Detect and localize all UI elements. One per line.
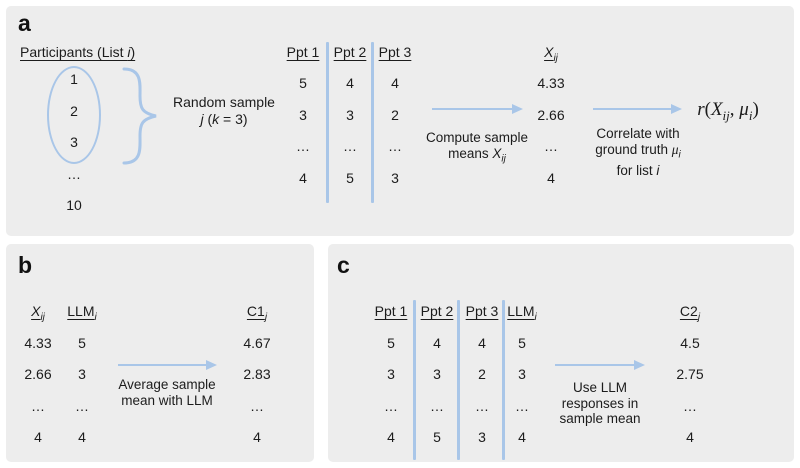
c2-column: C2j 4.5 2.75 … 4 (660, 296, 720, 454)
table-cell: … (475, 397, 489, 414)
panel-c-label: c (337, 252, 350, 278)
mean-column: Xij 4.33 2.66 … 4 (8, 296, 68, 454)
llm-column: LLMi 5 3 … 4 (52, 296, 112, 454)
table-cell: 3 (391, 169, 399, 186)
table-cell: 4 (547, 169, 555, 186)
table-cell: 3 (387, 366, 395, 382)
table-cell: 5 (387, 334, 395, 351)
table-cell: 4 (391, 75, 399, 91)
table-cell: 4 (34, 429, 42, 445)
table-cell: … (296, 138, 310, 154)
table-cell: … (343, 138, 357, 154)
table-column-ppt3: Ppt 3 4 2 … 3 (365, 37, 425, 195)
means-column: Xij 4.33 2.66 … 4 (521, 37, 581, 195)
table-cell: 4.33 (24, 334, 52, 351)
table-cell: 4 (346, 75, 354, 91)
table-cell: 4 (78, 429, 86, 445)
table-cell: … (544, 138, 558, 154)
table-cell: 5 (299, 75, 307, 91)
panel-b-label: b (18, 252, 33, 278)
panel-c: c Ppt 1 5 3 … 4 Ppt 2 4 3 … 5 Ppt 3 4 2 … (328, 244, 794, 462)
table-cell: 4 (478, 334, 486, 351)
table-cell: 2.83 (243, 366, 271, 382)
llm-column: LLMi 5 3 … 4 (492, 296, 552, 454)
correlate-label: Correlate with ground truth μi for list … (595, 126, 681, 178)
column-header: Ppt 3 (465, 303, 499, 319)
table-cell: 2 (478, 366, 486, 382)
participants-title: Participants (List i) (20, 44, 136, 60)
selection-ellipse-icon (47, 66, 101, 164)
random-sample-label: Random sample j (k = 3) (173, 94, 275, 127)
table-cell: 2 (391, 106, 399, 123)
table-cell: … (384, 397, 398, 414)
column-header: Ppt 3 (378, 43, 412, 60)
correlation-formula: r(Xij, μi) (697, 99, 759, 123)
table-cell: … (250, 397, 264, 414)
table-cell: 5 (518, 334, 526, 351)
panel-a: a Participants (List i) 1 2 3 … 10 Rando… (6, 6, 794, 236)
table-cell: 3 (299, 106, 307, 123)
table-column-ppt1: Ppt 1 5 3 … 4 (361, 296, 421, 454)
column-header: C2j (679, 303, 701, 323)
column-divider (456, 300, 460, 460)
column-header: Xij (31, 303, 45, 323)
table-cell: … (31, 397, 45, 414)
table-cell: 3 (518, 366, 526, 382)
table-cell: 4 (433, 334, 441, 351)
table-cell: 4.33 (537, 75, 565, 91)
table-cell: 4 (299, 169, 307, 186)
column-divider (412, 300, 416, 460)
column-header: LLMi (67, 303, 97, 323)
column-header: Ppt 1 (286, 43, 320, 60)
table-cell: 5 (346, 169, 354, 186)
compute-means-label: Compute sample means Xij (425, 130, 529, 165)
flow-arrow-icon (432, 107, 512, 110)
table-cell: 4.5 (680, 334, 700, 351)
table-cell: 5 (433, 429, 441, 445)
table-cell: 4.67 (243, 334, 271, 351)
column-header: Ppt 1 (374, 303, 408, 319)
table-cell: 2.66 (24, 366, 52, 382)
curly-brace-icon (122, 67, 157, 165)
column-header: Xij (544, 43, 558, 64)
column-header: C1j (246, 303, 268, 323)
table-cell: 3 (478, 429, 486, 445)
flow-arrow-icon (118, 363, 206, 367)
table-column-ppt2: Ppt 2 4 3 … 5 (320, 37, 380, 195)
flow-arrow-icon (593, 107, 671, 110)
table-column-ppt1: Ppt 1 5 3 … 4 (273, 37, 333, 195)
use-llm-label: Use LLM responses in sample mean (559, 380, 641, 426)
table-cell: 2.75 (676, 366, 704, 382)
table-cell: 3 (78, 366, 86, 382)
table-cell: 4 (686, 429, 694, 445)
ellipsis: … (67, 165, 81, 182)
column-divider (370, 42, 374, 203)
table-cell: … (683, 397, 697, 414)
participant-number: 10 (66, 197, 82, 213)
flow-arrow-icon (555, 363, 634, 367)
column-header: Ppt 2 (333, 43, 367, 60)
column-header: Ppt 2 (420, 303, 454, 319)
table-cell: … (75, 397, 89, 414)
average-label: Average sample mean with LLM (118, 377, 216, 408)
table-cell: 2.66 (537, 106, 565, 123)
c1-column: C1j 4.67 2.83 … 4 (227, 296, 287, 454)
table-cell: 5 (78, 334, 86, 351)
table-cell: 4 (518, 429, 526, 445)
panel-b: b Xij 4.33 2.66 … 4 LLMi 5 3 … 4 Average… (6, 244, 314, 462)
table-column-ppt2: Ppt 2 4 3 … 5 (407, 296, 467, 454)
table-cell: 3 (346, 106, 354, 123)
table-cell: 4 (387, 429, 395, 445)
panel-a-label: a (18, 10, 31, 36)
column-header: LLMi (507, 303, 537, 323)
table-cell: 3 (433, 366, 441, 382)
column-divider (501, 300, 505, 460)
table-cell: … (515, 397, 529, 414)
column-divider (325, 42, 329, 203)
table-cell: … (430, 397, 444, 414)
table-column-ppt3: Ppt 3 4 2 … 3 (452, 296, 512, 454)
table-cell: 4 (253, 429, 261, 445)
table-cell: … (388, 138, 402, 154)
